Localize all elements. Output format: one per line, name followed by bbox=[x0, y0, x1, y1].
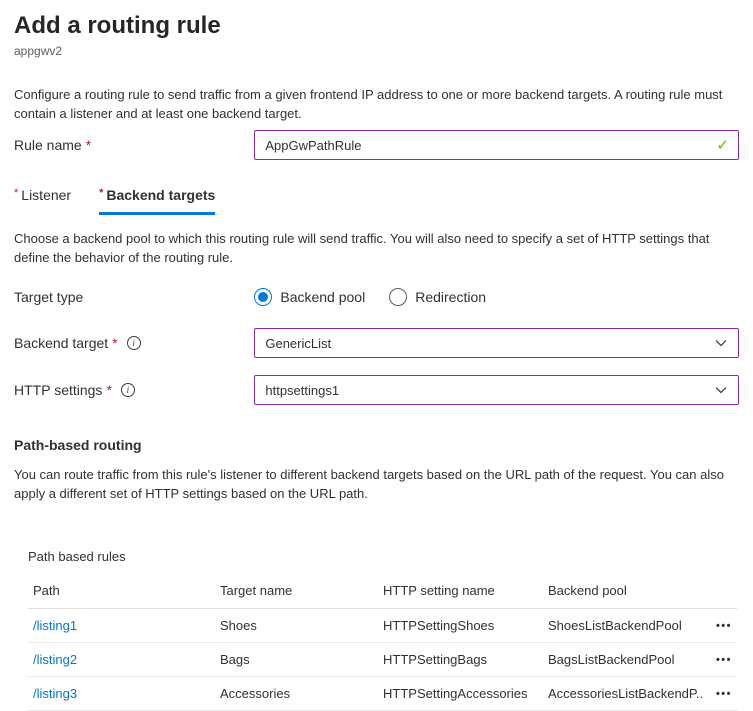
target-name-cell: Shoes bbox=[215, 608, 378, 643]
radio-redirection-label: Redirection bbox=[415, 289, 487, 305]
column-header-path: Path bbox=[28, 574, 215, 609]
backend-target-label-cell: Backend target * i bbox=[14, 335, 254, 351]
table-header-row: Path Target name HTTP setting name Backe… bbox=[28, 574, 737, 609]
required-asterisk: * bbox=[112, 335, 118, 351]
info-icon[interactable]: i bbox=[120, 383, 135, 397]
backend-pool-cell: ShoesListBackendPool bbox=[543, 608, 703, 643]
path-link[interactable]: /listing2 bbox=[33, 652, 78, 667]
path-cell: /listing3 bbox=[28, 676, 215, 711]
tab-backend-targets-label: Backend targets bbox=[106, 187, 216, 203]
info-icon[interactable]: i bbox=[126, 336, 141, 350]
chevron-down-icon bbox=[715, 340, 727, 347]
radio-backend-pool-label: Backend pool bbox=[280, 289, 366, 305]
path-link[interactable]: /listing1 bbox=[33, 618, 78, 633]
http-settings-label-cell: HTTP settings * i bbox=[14, 382, 254, 398]
column-header-actions bbox=[703, 574, 737, 609]
required-asterisk: * bbox=[14, 187, 19, 199]
backend-target-label: Backend target bbox=[14, 335, 109, 351]
http-settings-value: httpsettings1 bbox=[265, 382, 340, 398]
more-actions-icon[interactable]: ••• bbox=[712, 619, 732, 634]
target-type-label: Target type bbox=[14, 289, 84, 305]
path-based-routing-heading: Path-based routing bbox=[14, 437, 142, 453]
required-asterisk: * bbox=[106, 382, 112, 398]
rule-name-row: Rule name * ✓ bbox=[14, 130, 739, 160]
table-row: /listing2 Bags HTTPSettingBags BagsListB… bbox=[28, 642, 737, 677]
backend-section-description: Choose a backend pool to which this rout… bbox=[14, 231, 710, 265]
target-name-cell: Bags bbox=[215, 642, 378, 677]
rule-name-field-cell: ✓ bbox=[254, 130, 739, 160]
table-row: /listing1 Shoes HTTPSettingShoes ShoesLi… bbox=[28, 608, 737, 643]
resource-name: appgwv2 bbox=[14, 44, 63, 58]
backend-pool-cell: BagsListBackendPool bbox=[543, 642, 703, 677]
column-header-target-name: Target name bbox=[215, 574, 378, 609]
table-row: /listing3 Accessories HTTPSettingAccesso… bbox=[28, 676, 737, 711]
target-type-row: Target type Backend pool Redirection bbox=[14, 288, 739, 306]
http-setting-name-cell: HTTPSettingBags bbox=[378, 642, 543, 677]
rule-name-input[interactable] bbox=[254, 130, 739, 160]
http-settings-field-cell: httpsettings1 bbox=[254, 375, 739, 405]
column-header-http-setting-name: HTTP setting name bbox=[378, 574, 543, 609]
backend-target-value: GenericList bbox=[265, 335, 332, 351]
checkmark-icon: ✓ bbox=[716, 137, 729, 154]
radio-unselected-icon bbox=[389, 288, 408, 306]
radio-selected-icon bbox=[254, 288, 273, 306]
actions-cell: ••• bbox=[703, 608, 737, 643]
more-actions-icon[interactable]: ••• bbox=[712, 653, 732, 668]
http-settings-dropdown[interactable]: httpsettings1 bbox=[254, 375, 739, 405]
tab-listener[interactable]: *Listener bbox=[14, 187, 71, 215]
http-setting-name-cell: HTTPSettingAccessories bbox=[378, 676, 543, 711]
path-cell: /listing2 bbox=[28, 642, 215, 677]
path-cell: /listing1 bbox=[28, 608, 215, 643]
chevron-down-icon bbox=[715, 387, 727, 394]
http-settings-label: HTTP settings bbox=[14, 382, 103, 398]
tab-listener-label: Listener bbox=[21, 187, 72, 203]
tab-bar: *Listener *Backend targets bbox=[14, 187, 739, 216]
required-asterisk: * bbox=[99, 187, 104, 199]
rule-name-label-cell: Rule name * bbox=[14, 137, 254, 153]
backend-pool-cell: AccessoriesListBackendP... bbox=[543, 676, 703, 711]
path-based-rules-label: Path based rules bbox=[28, 549, 126, 564]
radio-backend-pool[interactable]: Backend pool bbox=[254, 288, 365, 306]
page-description: Configure a routing rule to send traffic… bbox=[14, 87, 723, 121]
backend-target-dropdown[interactable]: GenericList bbox=[254, 328, 739, 358]
target-type-label-cell: Target type bbox=[14, 289, 254, 305]
http-settings-row: HTTP settings * i httpsettings1 bbox=[14, 375, 739, 405]
rule-name-label: Rule name bbox=[14, 137, 82, 153]
path-link[interactable]: /listing3 bbox=[33, 686, 78, 701]
tab-backend-targets[interactable]: *Backend targets bbox=[99, 187, 216, 215]
column-header-backend-pool: Backend pool bbox=[543, 574, 703, 609]
backend-target-row: Backend target * i GenericList bbox=[14, 328, 739, 358]
path-based-routing-description: You can route traffic from this rule's l… bbox=[14, 467, 724, 501]
required-asterisk: * bbox=[85, 137, 92, 153]
page-title: Add a routing rule bbox=[14, 12, 221, 39]
path-rules-table: Path Target name HTTP setting name Backe… bbox=[28, 574, 737, 711]
radio-redirection[interactable]: Redirection bbox=[389, 288, 486, 306]
target-type-radio-group: Backend pool Redirection bbox=[254, 288, 739, 306]
http-setting-name-cell: HTTPSettingShoes bbox=[378, 608, 543, 643]
target-name-cell: Accessories bbox=[215, 676, 378, 711]
more-actions-icon[interactable]: ••• bbox=[712, 687, 732, 702]
actions-cell: ••• bbox=[703, 676, 737, 711]
backend-target-field-cell: GenericList bbox=[254, 328, 739, 358]
actions-cell: ••• bbox=[703, 642, 737, 677]
